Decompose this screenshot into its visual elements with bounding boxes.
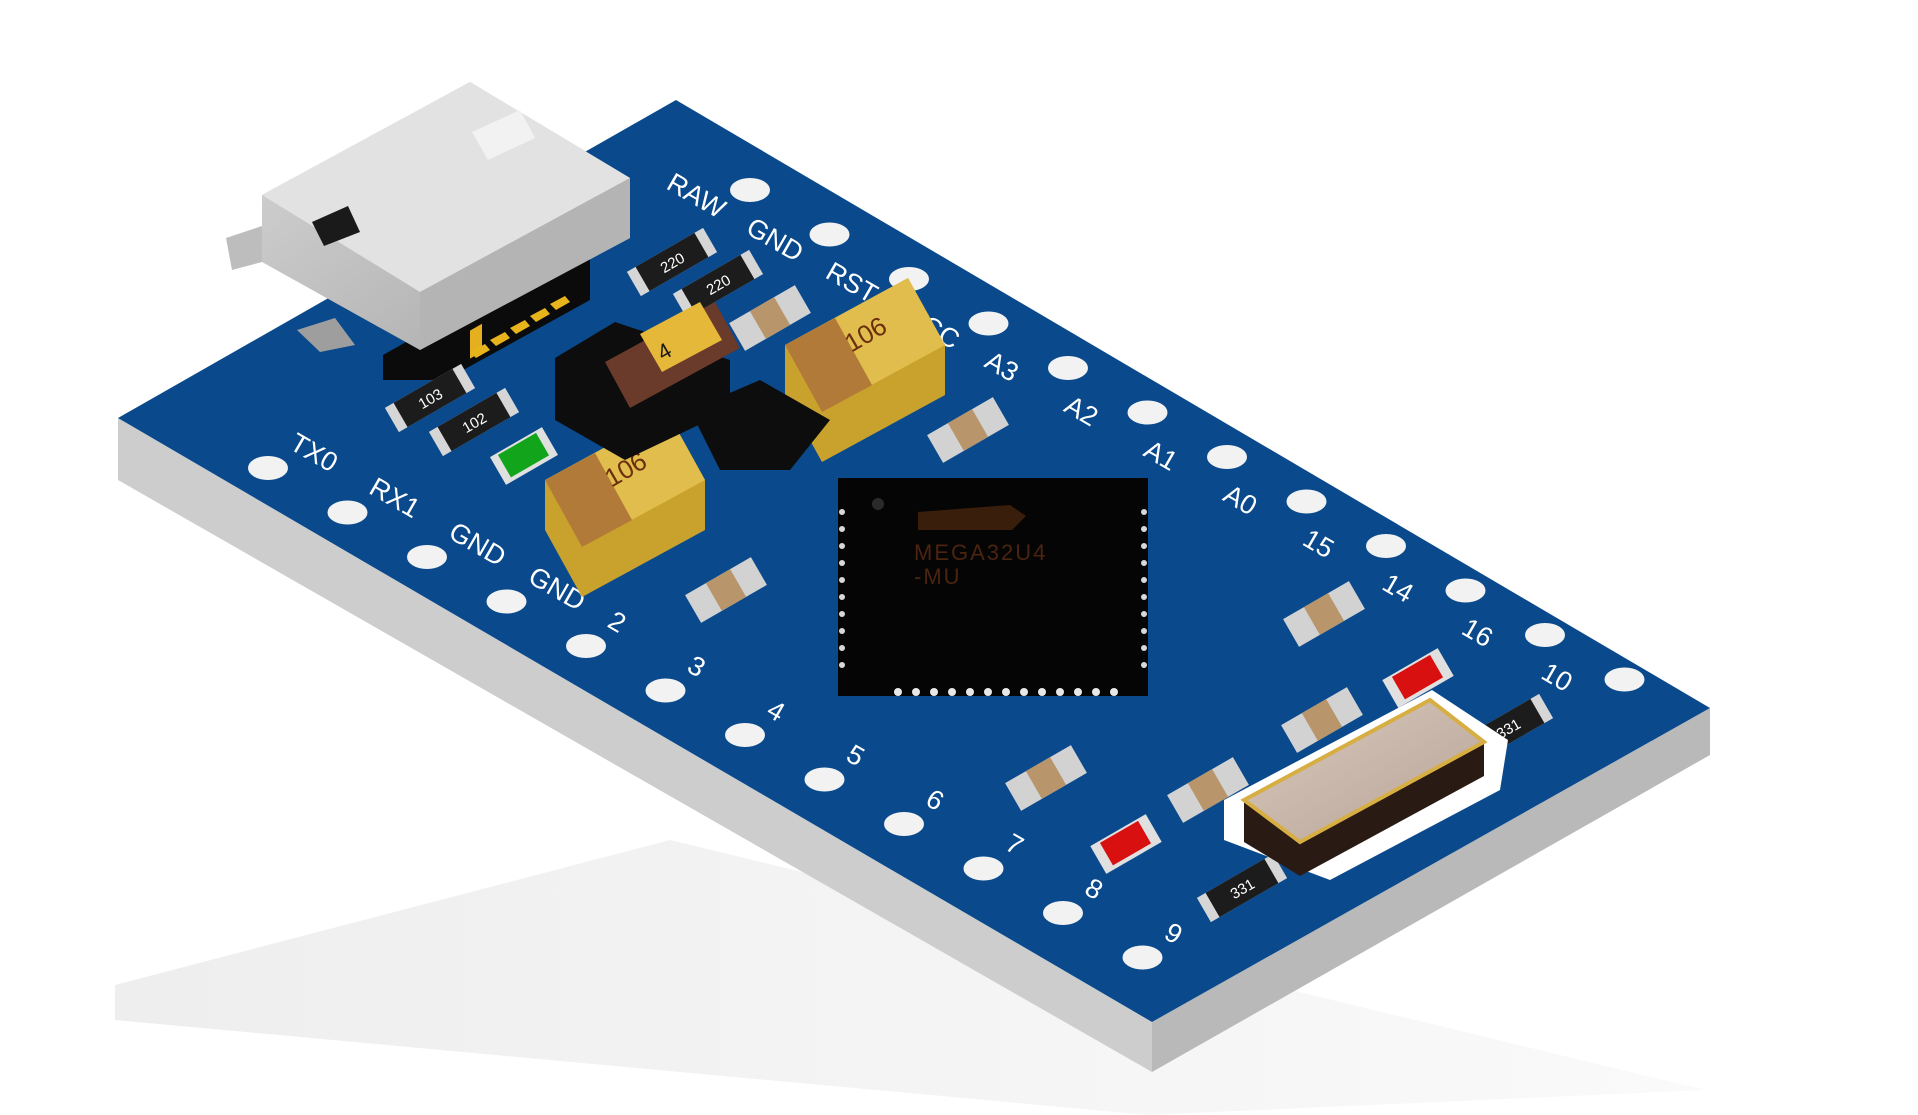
chip-pin — [1141, 594, 1147, 600]
chip-pin — [1074, 688, 1082, 696]
pin-hole — [725, 723, 765, 747]
board-shadow — [115, 840, 1705, 1115]
chip-pin — [839, 560, 845, 566]
pin-hole — [1207, 445, 1247, 469]
micro-usb-connector[interactable] — [226, 82, 630, 380]
chip-pins — [839, 509, 1147, 696]
pin-hole — [968, 311, 1009, 336]
chip-pin — [839, 628, 845, 634]
pin-hole — [884, 812, 924, 836]
pin-hole — [804, 767, 845, 792]
pin-hole — [645, 678, 686, 703]
pin-hole — [1122, 945, 1163, 970]
chip-pin — [1141, 628, 1147, 634]
chip-pin — [839, 543, 845, 549]
pin-hole — [809, 222, 850, 247]
led-red-1 — [1382, 648, 1454, 708]
chip-pin — [930, 688, 938, 696]
ceramic-capacitors — [685, 285, 1365, 823]
board-edge-right — [1152, 708, 1710, 1072]
chip-pin — [912, 688, 920, 696]
chip-pin — [839, 594, 845, 600]
chip-pin — [948, 688, 956, 696]
board-edge-left — [118, 418, 1152, 1072]
chip-pin — [839, 526, 845, 532]
pin-hole — [1604, 667, 1645, 692]
chip-pin — [1141, 645, 1147, 651]
resistor-r2: 220 — [672, 249, 764, 319]
chip-pin — [1002, 688, 1010, 696]
chip-pin — [1056, 688, 1064, 696]
chip-pin — [1141, 543, 1147, 549]
pin-hole — [327, 500, 368, 525]
chip-pin — [1141, 526, 1147, 532]
chip-pin — [1038, 688, 1046, 696]
chip-marking-line2: -MU — [914, 564, 962, 589]
chip-pin — [1141, 662, 1147, 668]
chip-pin — [839, 611, 845, 617]
pin-hole — [1366, 534, 1406, 558]
crystal-oscillator — [1224, 690, 1508, 880]
led-green — [490, 427, 558, 485]
pin-hole — [730, 178, 770, 202]
pin-hole — [1127, 400, 1168, 425]
chip-pin — [839, 509, 845, 515]
resistor-r3: 103 — [384, 363, 476, 433]
pin-hole — [566, 634, 606, 658]
microcontroller-chip: MEGA32U4 -MU — [838, 478, 1148, 696]
pin-hole — [1445, 578, 1486, 603]
chip-pin — [839, 662, 845, 668]
pin-hole — [248, 456, 288, 480]
pin-hole — [1525, 623, 1565, 647]
chip-pin — [1092, 688, 1100, 696]
pin-hole — [1048, 356, 1088, 380]
chip-marking-line1: MEGA32U4 — [914, 540, 1047, 565]
tantalum-capacitor-2: 106 — [545, 413, 705, 597]
resistor-r1: 220 — [626, 227, 718, 297]
voltage-regulator: 4 — [555, 302, 830, 470]
chip-pin — [839, 645, 845, 651]
pin-hole — [1286, 489, 1327, 514]
chip-pin — [1110, 688, 1118, 696]
pin-hole — [486, 589, 527, 614]
chip-pin — [1141, 560, 1147, 566]
pin-hole — [963, 856, 1004, 881]
pin-hole — [407, 545, 447, 569]
chip-pin — [966, 688, 974, 696]
chip-pin — [1141, 509, 1147, 515]
chip-pin — [1020, 688, 1028, 696]
chip-pin — [894, 688, 902, 696]
led-red-2 — [1090, 814, 1162, 874]
usb-gold-pins — [470, 296, 570, 358]
pin-holes — [248, 178, 1645, 970]
atmel-logo — [918, 505, 1026, 530]
chip-pin — [1141, 611, 1147, 617]
chip-pin — [1141, 577, 1147, 583]
chip-pin — [839, 577, 845, 583]
chip-pin — [984, 688, 992, 696]
pin-hole — [1043, 901, 1083, 925]
tantalum-capacitor-1: 106 — [785, 278, 945, 462]
